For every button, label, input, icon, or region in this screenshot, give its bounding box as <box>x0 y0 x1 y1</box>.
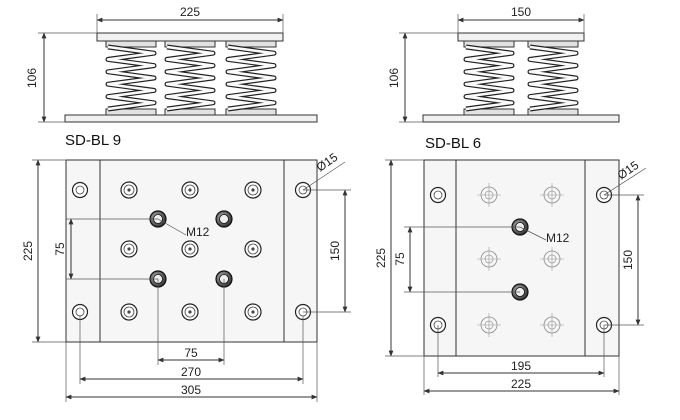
top-plate <box>96 32 284 42</box>
spring-cap-top <box>463 40 515 48</box>
spring-set <box>463 40 579 116</box>
spring-coil-highlight <box>165 45 215 111</box>
spring-stud-ring <box>247 243 259 255</box>
side-height-dim: 106 <box>25 68 39 88</box>
coil-spring <box>527 40 579 116</box>
mounting-hole-inner <box>75 185 85 195</box>
right-v-dim: 150 <box>621 250 635 270</box>
coil-spring <box>164 40 216 116</box>
base-plate <box>422 114 620 123</box>
spring-stud-ring <box>184 243 196 255</box>
mounting-hole-inner <box>433 190 443 200</box>
hole-dia-label: Ø15 <box>314 150 341 175</box>
mounting-hole <box>71 181 89 199</box>
model-label-sd-bl-6: SD-BL 6 <box>425 135 481 152</box>
thread-label: M12 <box>186 225 210 239</box>
plan-height-dim: 225 <box>21 241 35 261</box>
coil-spring <box>105 40 157 116</box>
spring-coil-highlight <box>106 45 156 111</box>
sd-bl-9-plan-view: 225 75 150 Ø15 M12 75 270 305 <box>21 150 351 402</box>
side-width-dim: 225 <box>180 5 200 19</box>
dim-305: 305 <box>181 383 201 397</box>
spring-stud-ring <box>123 243 135 255</box>
spring-stud-ring <box>247 306 259 318</box>
spring-coil-highlight <box>226 45 276 111</box>
spring-stud-ring <box>184 184 196 196</box>
base-plate <box>64 114 318 123</box>
coil-spring <box>463 40 515 116</box>
spring-stud-center <box>251 310 255 314</box>
model-label-sd-bl-9: SD-BL 9 <box>65 132 121 149</box>
spring-stud-center <box>251 188 255 192</box>
coil-spring <box>225 40 277 116</box>
spring-coil-highlight <box>528 45 578 111</box>
spring-cap-bottom <box>105 108 157 116</box>
side-height-dim: 106 <box>387 68 401 88</box>
dim-75: 75 <box>184 346 198 360</box>
spring-stud-center <box>251 247 255 251</box>
spring-stud-center <box>188 188 192 192</box>
spring-cap-top <box>105 40 157 48</box>
spring-stud-ring <box>123 306 135 318</box>
spring-coil-highlight <box>464 45 514 111</box>
inner-v-dim: 75 <box>53 242 67 256</box>
spring-stud-center <box>127 188 131 192</box>
spring-cap-top <box>225 40 277 48</box>
m12-thread-core <box>219 214 229 224</box>
spring-stud-ring <box>123 184 135 196</box>
sd-bl-9-side-view: 225 106 <box>25 5 318 123</box>
spring-cap-top <box>164 40 216 48</box>
spring-set <box>105 40 277 116</box>
top-plate <box>457 32 585 42</box>
spring-stud-ring <box>247 184 259 196</box>
right-v-dim: 150 <box>328 241 342 261</box>
spring-cap-bottom <box>527 108 579 116</box>
mounting-hole <box>429 186 447 204</box>
dim-195: 195 <box>511 359 531 373</box>
spring-stud-center <box>127 247 131 251</box>
dim-225: 225 <box>511 377 531 391</box>
sd-bl-6-plan-view: 225 75 150 Ø15 M12 195 225 <box>374 158 647 395</box>
side-width-dim: 150 <box>511 5 531 19</box>
sd-bl-6-side-view: 150 106 <box>387 5 620 123</box>
spring-stud-ring <box>184 306 196 318</box>
thread-label: M12 <box>546 231 570 245</box>
spring-stud-center <box>188 310 192 314</box>
spring-cap-bottom <box>164 108 216 116</box>
spring-stud-center <box>127 310 131 314</box>
spring-stud-center <box>188 247 192 251</box>
dim-270: 270 <box>181 365 201 379</box>
inner-v-dim: 75 <box>393 252 407 266</box>
spring-cap-bottom <box>463 108 515 116</box>
spring-cap-top <box>527 40 579 48</box>
spring-cap-bottom <box>225 108 277 116</box>
base-plate-outline <box>423 159 620 357</box>
plan-height-dim: 225 <box>374 248 388 268</box>
